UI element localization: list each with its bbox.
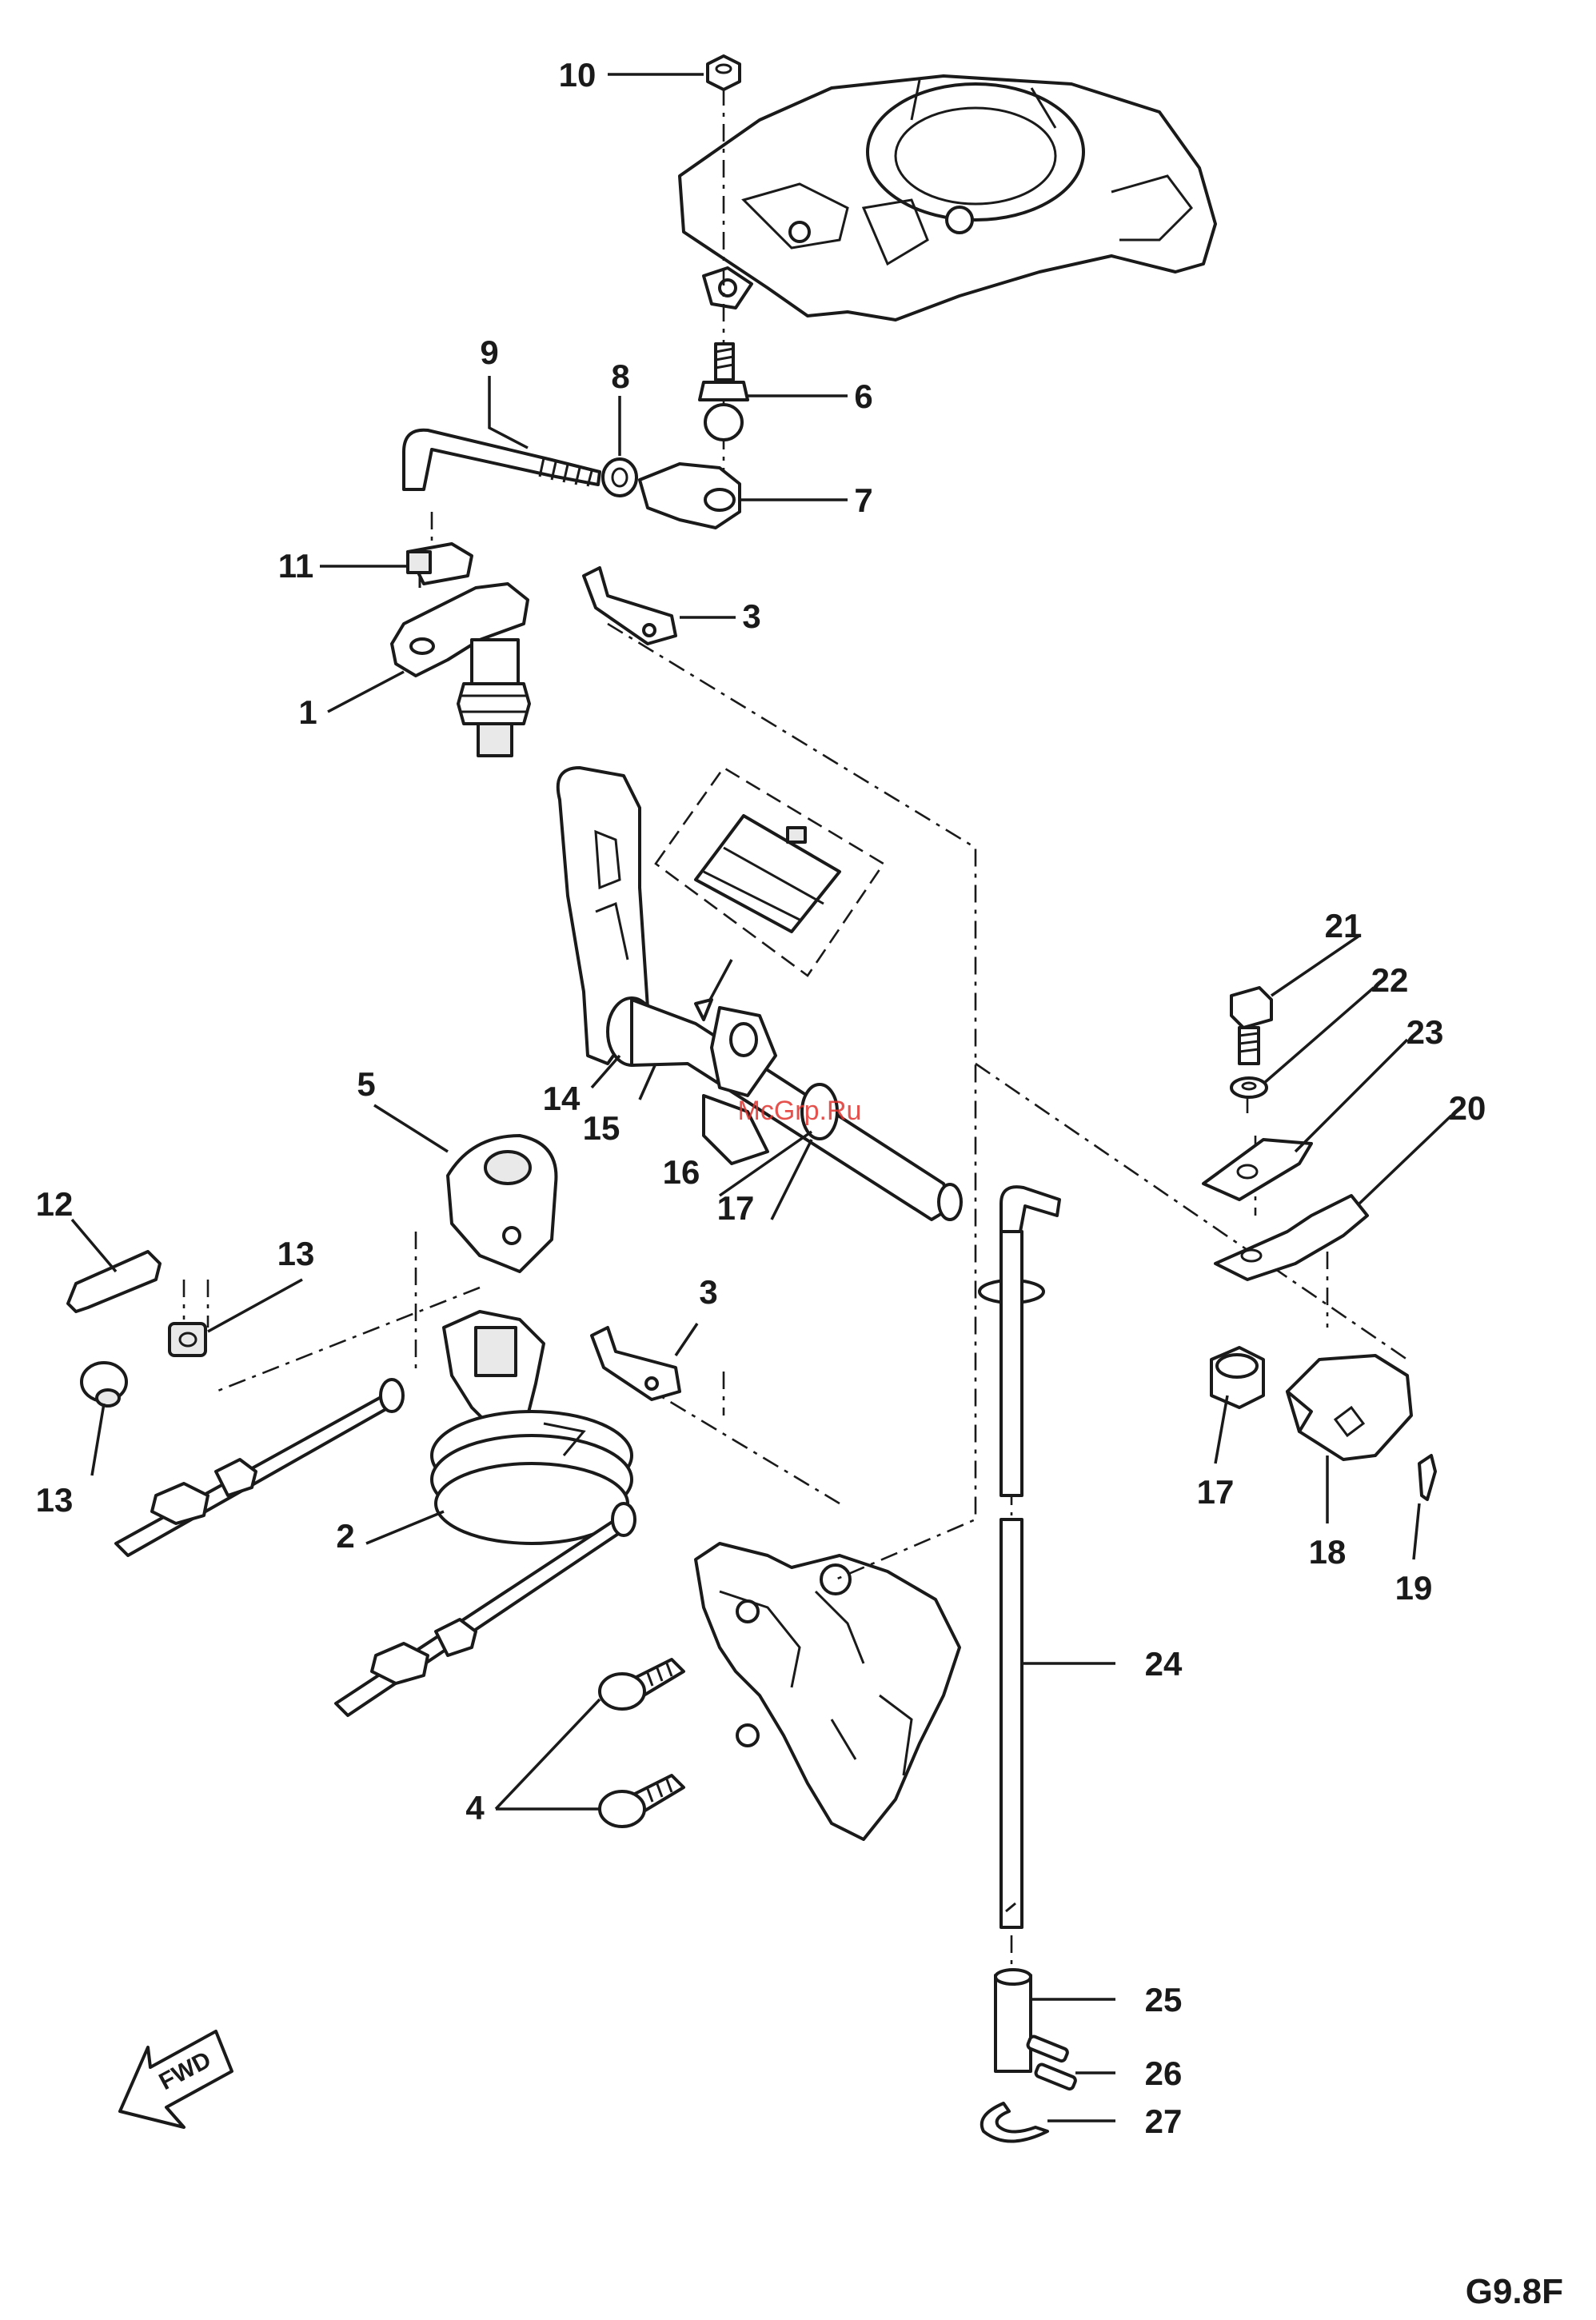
callout-20: 20 <box>1449 1089 1486 1127</box>
callout-3-lower: 3 <box>699 1273 717 1311</box>
callout-3-upper: 3 <box>742 597 760 635</box>
part-9-threaded-rod <box>404 430 600 489</box>
part-17-ring-right <box>1211 1348 1263 1408</box>
callout-12: 12 <box>36 1185 74 1223</box>
part-21-bolt <box>1231 988 1271 1064</box>
detail-inset-box <box>656 768 884 1020</box>
callout-6: 6 <box>854 377 872 415</box>
engine-casing-top <box>680 76 1215 320</box>
part-11-clip <box>408 544 472 588</box>
part-13-clip-right <box>170 1324 205 1356</box>
callout-17-right: 17 <box>1197 1473 1235 1511</box>
part-8-nut <box>603 459 636 496</box>
callout-9: 9 <box>480 333 498 371</box>
callout-11: 11 <box>278 547 313 585</box>
callout-5: 5 <box>357 1065 375 1103</box>
callout-7: 7 <box>854 481 872 519</box>
callout-19: 19 <box>1395 1569 1433 1607</box>
part-6-ball-stud <box>700 344 748 440</box>
callout-18: 18 <box>1309 1533 1347 1571</box>
part-26-pins <box>1027 2035 1076 2090</box>
callout-21: 21 <box>1325 907 1363 944</box>
part-5-cam-block <box>448 1136 556 1272</box>
callout-1: 1 <box>298 693 317 731</box>
part-23-plate <box>1203 1140 1311 1200</box>
part-25-sleeve <box>996 1970 1031 2071</box>
part-4-bolt-upper <box>600 1659 684 1709</box>
part-3-bracket-upper <box>584 568 676 644</box>
part-18-lever <box>1287 1356 1411 1459</box>
callout-13-lower: 13 <box>36 1481 74 1519</box>
callout-13-upper: 13 <box>277 1235 315 1272</box>
callout-2: 2 <box>336 1517 354 1555</box>
callout-27: 27 <box>1145 2102 1183 2140</box>
callout-10: 10 <box>559 56 597 94</box>
figure-code: G9.8F <box>1466 2272 1563 2311</box>
watermark: McGrp.Ru <box>738 1096 862 1126</box>
callout-16: 16 <box>663 1153 700 1191</box>
fwd-arrow-icon: FWD <box>120 2031 232 2127</box>
part-19-pin <box>1419 1455 1435 1499</box>
callout-22: 22 <box>1371 961 1409 999</box>
callout-25: 25 <box>1145 1981 1183 2019</box>
callout-15: 15 <box>583 1109 620 1147</box>
callout-17-upper: 17 <box>717 1189 755 1227</box>
part-1-lever-arm <box>392 584 529 756</box>
part-27-circlip <box>982 2103 1047 2142</box>
part-7-link-end <box>640 464 740 528</box>
callout-23: 23 <box>1406 1013 1444 1051</box>
part-4-bolt-lower <box>600 1775 684 1827</box>
part-12-wire-clip <box>68 1252 160 1312</box>
callout-8: 8 <box>611 357 629 395</box>
part-20-plate <box>1215 1196 1367 1280</box>
part-24-shift-rod <box>980 1187 1059 1927</box>
callout-24: 24 <box>1145 1645 1183 1683</box>
part-22-washer <box>1231 1078 1267 1097</box>
part-13-clip-left <box>82 1363 126 1406</box>
part-3-bracket-lower <box>592 1328 680 1400</box>
lower-bracket <box>696 1543 960 1839</box>
part-10-nut <box>708 56 740 90</box>
callout-4: 4 <box>465 1789 485 1827</box>
callout-14: 14 <box>543 1080 581 1117</box>
callout-26: 26 <box>1145 2054 1183 2092</box>
